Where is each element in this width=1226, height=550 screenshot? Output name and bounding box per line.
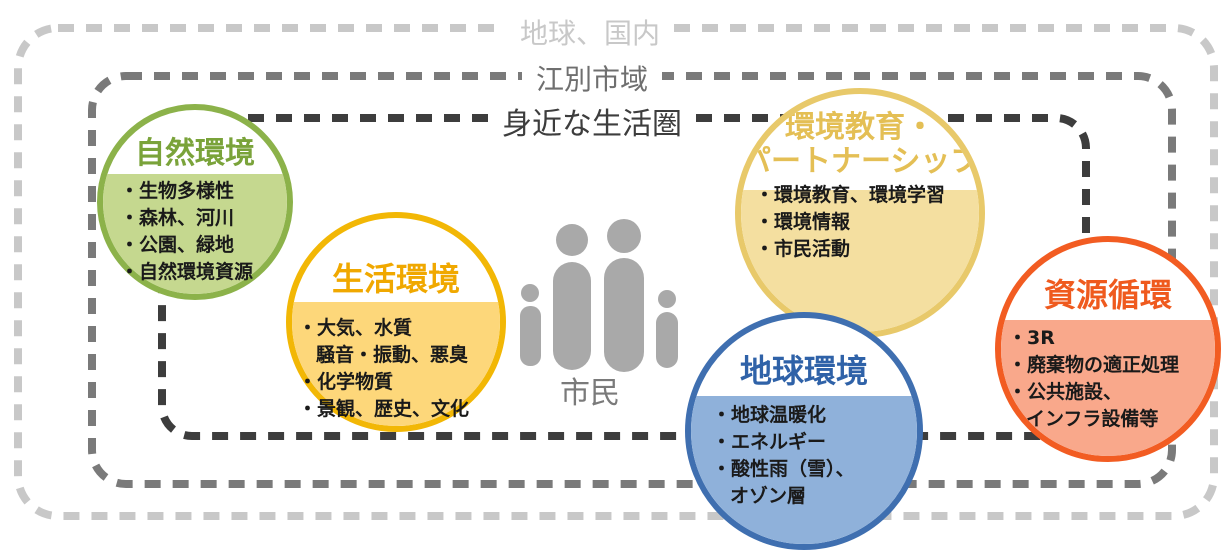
- living-fill: [292, 302, 500, 426]
- global-item: ・酸性雨（雪）、: [712, 458, 855, 480]
- global-boundary: [14, 24, 1218, 520]
- global-scope-label: 地球、国内: [506, 12, 675, 52]
- citizens-icon: [520, 219, 678, 372]
- education-title-line2: パートナーシップ: [741, 144, 981, 179]
- living-item-list: ・大気、水質 騒音・振動、悪臭 ・化学物質 ・景観、歴史、文化: [298, 315, 469, 423]
- nature-fill: [103, 174, 287, 294]
- living-item: 騒音・振動、悪臭: [316, 344, 469, 366]
- living-item: ・景観、歴史、文化: [298, 398, 470, 420]
- city-scope-label: 江別市域: [522, 58, 663, 98]
- resources-fill: [1001, 320, 1215, 456]
- citizens-label: 市民: [560, 376, 620, 411]
- nature-item: ・自然環境資源: [120, 261, 254, 283]
- resources-item: ・公共施設、: [1008, 381, 1123, 403]
- environment-scope-diagram: 地球、国内 江別市域 身近な生活圏 市民 自然環境 ・生物多様性 ・森林、河川 …: [14, 12, 1221, 550]
- living-title: 生活環境: [331, 260, 460, 298]
- nature-item: ・生物多様性: [120, 180, 235, 202]
- resource-circulation-circle: 資源循環: [995, 236, 1221, 462]
- nature-item-list: ・生物多様性 ・森林、河川 ・公園、緑地 ・自然環境資源: [120, 178, 253, 286]
- living-item: ・大気、水質: [298, 317, 413, 339]
- education-item: ・環境情報: [755, 211, 851, 233]
- nature-item: ・森林、河川: [120, 207, 235, 229]
- global-item-list: ・地球温暖化 ・エネルギー ・酸性雨（雪）、 オゾン層: [712, 402, 855, 510]
- nature-environment-circle: 自然環境: [97, 104, 293, 300]
- resources-item: インフラ設備等: [1026, 408, 1159, 430]
- global-fill: [691, 396, 917, 544]
- global-environment-circle: 地球環境: [685, 312, 923, 550]
- resources-item: ・廃棄物の適正処理: [1008, 354, 1180, 376]
- local-scope-label: 身近な生活圏: [488, 99, 696, 143]
- education-partnership-circle: 環境教育・ パートナーシップ: [735, 88, 985, 338]
- resources-item-list: ・3R ・廃棄物の適正処理 ・公共施設、 インフラ設備等: [1008, 325, 1179, 433]
- global-item: ・エネルギー: [712, 431, 827, 453]
- global-item: ・地球温暖化: [712, 404, 827, 426]
- nature-title: 自然環境: [135, 136, 255, 171]
- living-item: ・化学物質: [298, 371, 394, 393]
- education-title-line1: 環境教育・: [785, 110, 935, 145]
- education-item-list: ・環境教育、環境学習 ・環境情報 ・市民活動: [755, 182, 945, 263]
- global-title: 地球環境: [739, 352, 868, 390]
- resources-title: 資源循環: [1043, 276, 1172, 314]
- global-item: オゾン層: [730, 485, 807, 507]
- education-fill: [741, 190, 979, 332]
- education-item: ・環境教育、環境学習: [755, 184, 946, 206]
- living-environment-circle: 生活環境: [286, 212, 506, 432]
- nature-item: ・公園、緑地: [120, 234, 235, 256]
- resources-item: ・3R: [1008, 327, 1055, 349]
- education-item: ・市民活動: [755, 238, 851, 260]
